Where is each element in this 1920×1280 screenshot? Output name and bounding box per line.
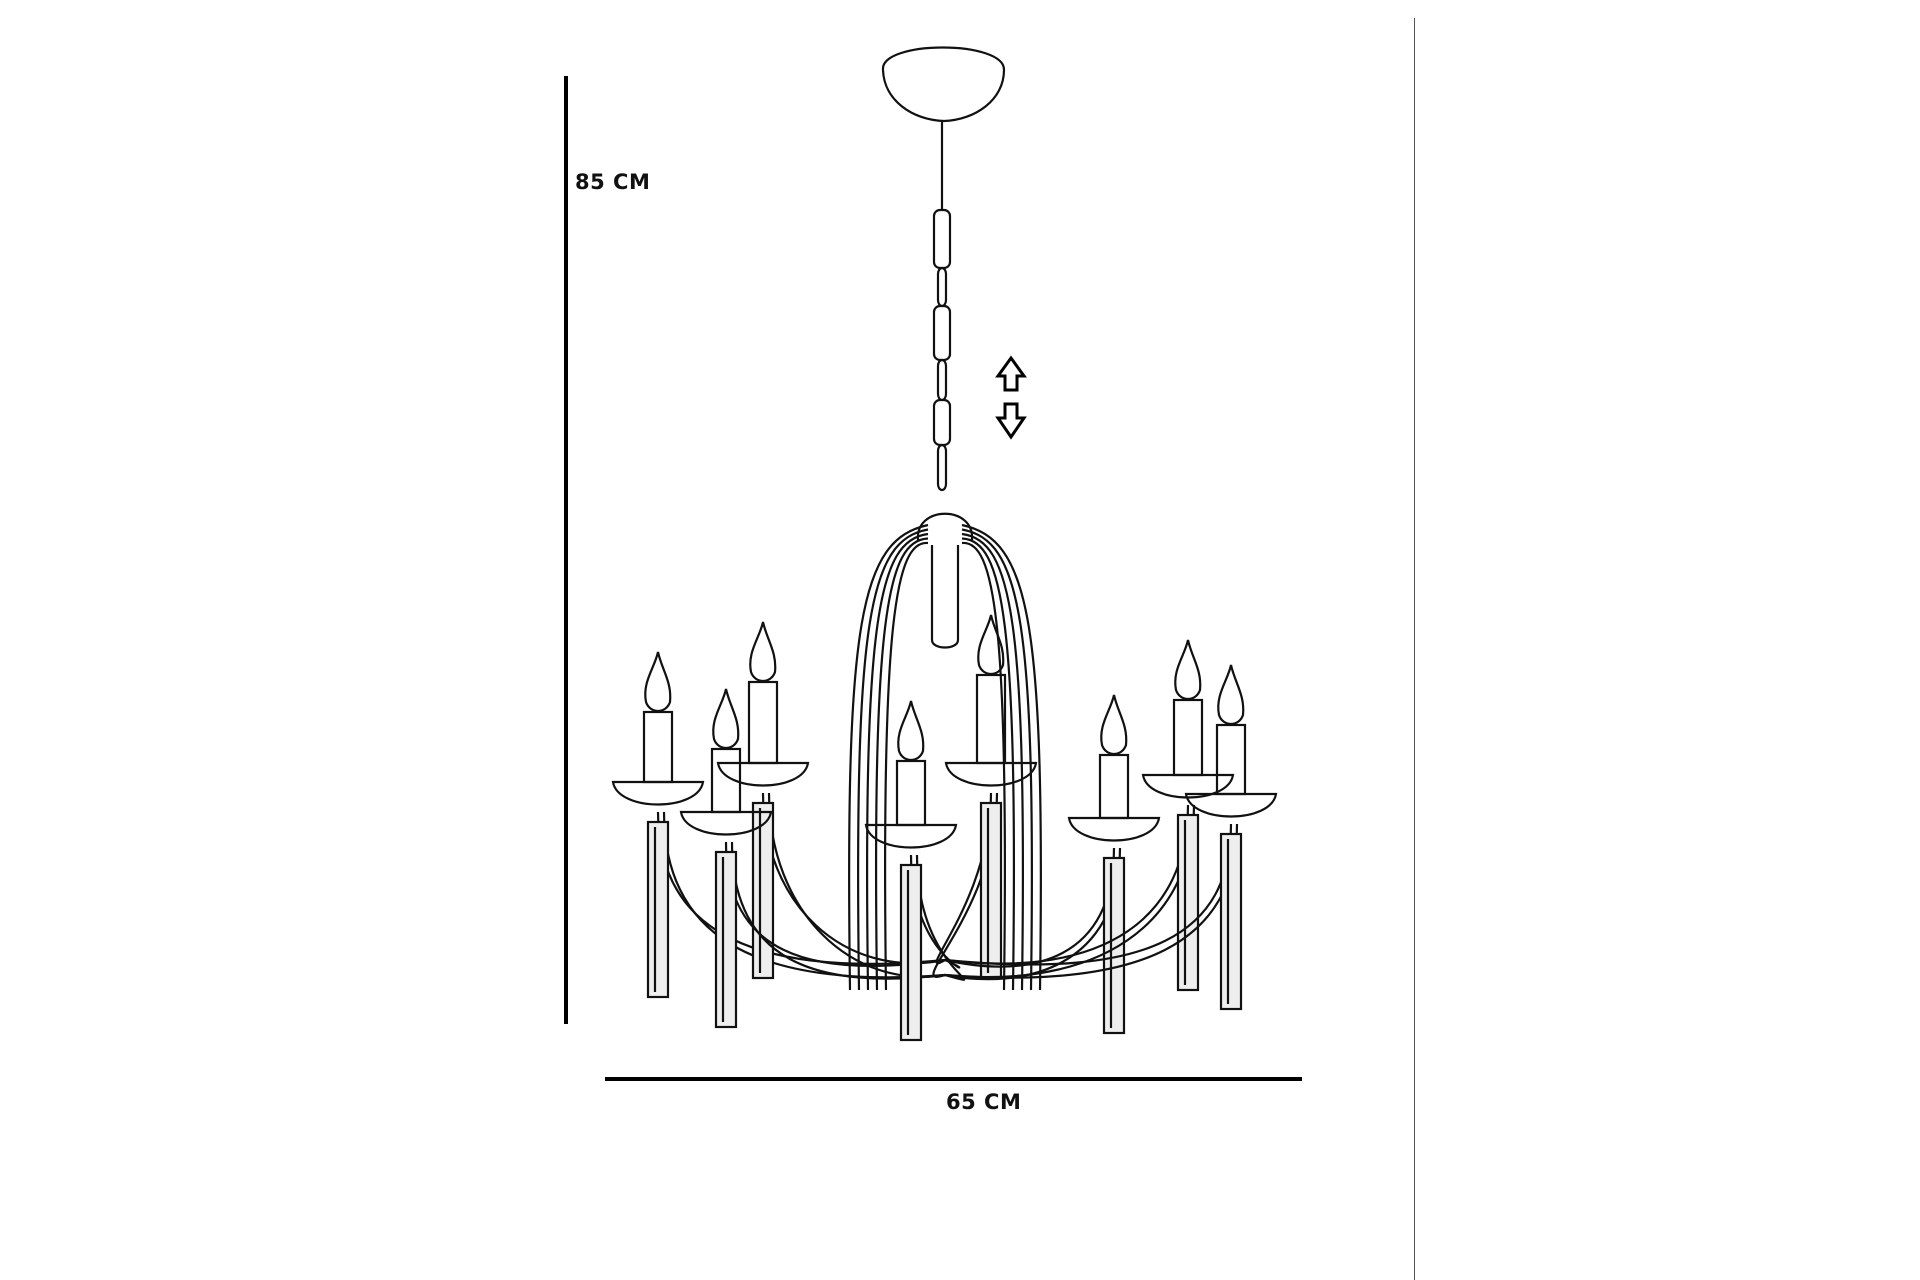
crystal-prism [1176, 813, 1200, 992]
ceiling-canopy [881, 46, 1006, 123]
height-dimension-line [564, 76, 568, 1024]
arch-right [961, 537, 1016, 991]
arch-left [865, 532, 929, 991]
crystal-prism [979, 801, 1003, 980]
chain-link [932, 208, 952, 270]
arch-right [961, 523, 1042, 991]
flame-bulb [1100, 694, 1128, 756]
arch-right [961, 528, 1033, 991]
candle-arm [611, 651, 946, 999]
crystal-prism [751, 801, 775, 980]
candle-arm [944, 664, 1278, 1011]
candle-sleeve [1172, 698, 1204, 777]
candle-arm [944, 639, 1235, 992]
adjustable-height-arrows-icon [995, 355, 1027, 440]
crystal-prism [899, 863, 923, 1042]
glass-cup [716, 761, 810, 787]
candle-sleeve [747, 680, 779, 765]
candle-holders [611, 614, 1278, 1042]
chain-link [936, 266, 948, 308]
glass-cup [679, 810, 773, 836]
width-dimension-line [605, 1077, 1302, 1081]
arch-left [857, 528, 929, 991]
crystal-prism [1219, 832, 1243, 1011]
flame-bulb [1174, 639, 1202, 701]
flame-bulb [1217, 664, 1245, 726]
candle-arm [679, 688, 946, 1029]
glass-cup [1184, 792, 1278, 818]
arch-right [961, 541, 1007, 991]
page-divider-line [1414, 18, 1415, 1280]
glass-cup [944, 761, 1038, 787]
arch-left [848, 523, 929, 991]
flame-bulb [712, 688, 740, 750]
candle-sleeve [895, 759, 927, 827]
arch-right [961, 532, 1025, 991]
flame-bulb [897, 700, 925, 762]
glass-cup [864, 823, 958, 849]
crystal-prism [714, 850, 738, 1029]
arch-left [874, 537, 929, 991]
candle-sleeve [1098, 753, 1130, 820]
chain-link [936, 358, 948, 402]
arch-left [883, 541, 929, 991]
glass-cup [1067, 816, 1161, 842]
width-label: 65 CM [946, 1090, 1022, 1114]
chain-link [932, 304, 952, 362]
candle-sleeve [642, 710, 674, 784]
candle-sleeve [1215, 723, 1247, 796]
candle-arm [716, 621, 946, 980]
glass-cup [611, 780, 705, 806]
candle-arm [864, 700, 966, 1042]
candle-arm [944, 694, 1161, 1035]
height-label: 85 CM [575, 170, 651, 194]
flame-bulb [749, 621, 777, 683]
glass-cup [1141, 773, 1235, 799]
candle-arm [932, 614, 1038, 980]
flame-bulb [977, 614, 1005, 676]
hub [916, 512, 974, 541]
crystal-prism [646, 820, 670, 999]
chain [932, 121, 952, 492]
chain-link [936, 443, 948, 492]
arms-frame [848, 523, 1042, 991]
chain-link [932, 398, 952, 447]
arm-curve [944, 847, 1116, 968]
flame-bulb [644, 651, 672, 713]
